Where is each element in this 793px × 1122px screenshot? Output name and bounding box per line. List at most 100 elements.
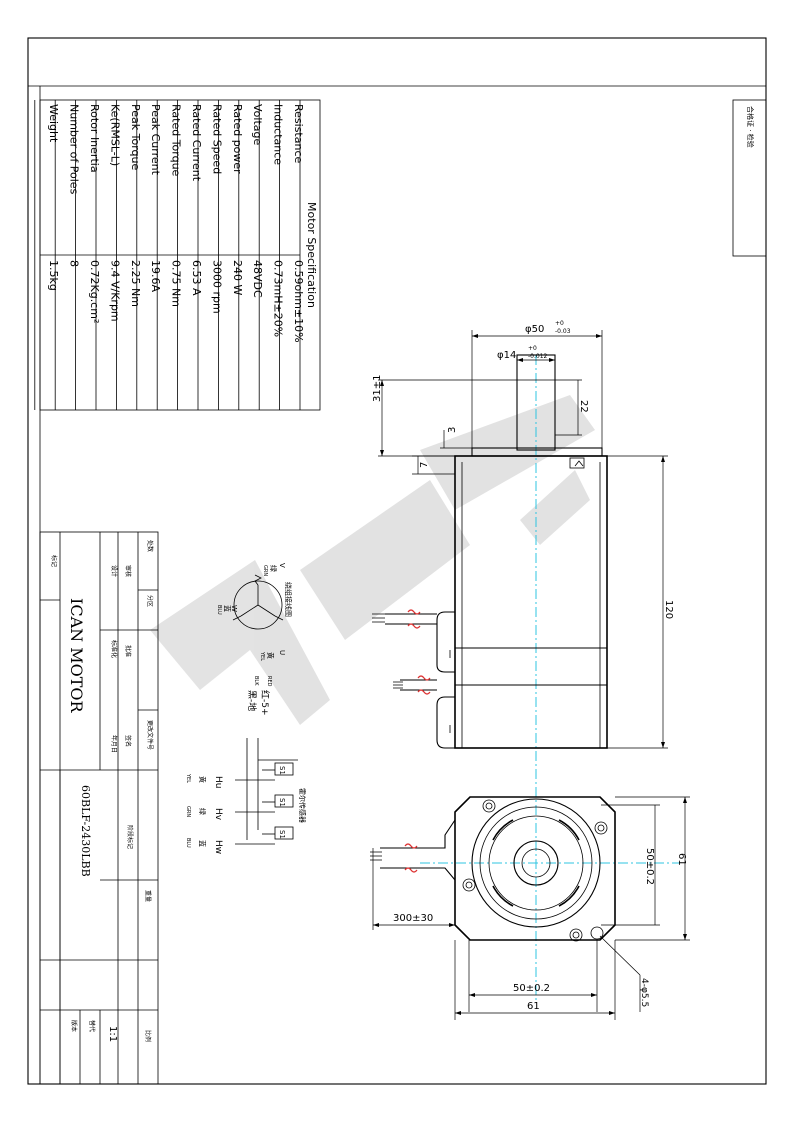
tb-label-design: 设计 — [110, 565, 118, 577]
tb-label-standard: 标准化 — [110, 640, 118, 658]
tb-label-replace: 替代 — [88, 1020, 96, 1032]
hall-hw-cn: 蓝 — [198, 840, 207, 847]
tb-label-count: 处数 — [146, 540, 154, 552]
hall-power-minus: 黑-地 — [246, 690, 258, 711]
stamp-box — [732, 99, 767, 257]
tb-label-check: 审核 — [124, 565, 132, 577]
title-block — [39, 531, 159, 1085]
motor-side-view — [372, 354, 608, 1000]
spec-label: Weight — [47, 104, 60, 143]
spec-value: 8 — [68, 260, 81, 267]
winding-w: W — [230, 605, 238, 612]
winding-u-cn: 黄 — [266, 652, 275, 659]
dim-key-length: 22 — [578, 400, 589, 413]
hall-s1-b: S1 — [278, 798, 286, 807]
tb-label-stage: 阶段标记 — [126, 825, 134, 849]
dim-pcd-horizontal: 50±0.2 — [513, 983, 550, 994]
winding-u: U — [278, 650, 286, 655]
spec-value: 0.72Kg.cm² — [88, 260, 101, 323]
spec-label: Inductance — [272, 104, 285, 165]
winding-v: V — [278, 563, 286, 568]
spec-value: 19.6A — [149, 260, 162, 292]
dim-pcd-vertical: 50±0.2 — [644, 848, 655, 885]
spec-label: Rated Current — [190, 104, 203, 182]
spec-label: Rated power — [231, 104, 244, 174]
spec-value: 3000 rpm — [210, 260, 223, 314]
dim-shaft-dia: φ14 — [497, 350, 516, 361]
hall-hv-cn: 绿 — [198, 808, 207, 815]
page-border — [27, 37, 767, 1085]
watermark-logo — [150, 395, 595, 725]
stamp-text: 合格证 · 检验 — [746, 106, 755, 148]
spec-label: Voltage — [251, 104, 264, 145]
dim-cable-length: 300±30 — [393, 913, 433, 924]
spec-value: 240 W — [231, 260, 244, 295]
hall-hw-en: BLU — [185, 838, 191, 848]
spec-label: Number of Poles — [68, 104, 81, 195]
winding-w-en: BLU — [216, 605, 222, 615]
hall-s1-c: S1 — [278, 830, 286, 839]
spec-label: Resistance — [292, 104, 305, 164]
spec-label: Peak Torque — [129, 104, 142, 170]
spec-value: 0.73mH±20% — [272, 260, 285, 337]
winding-u-en: YEL — [259, 651, 265, 661]
dim-square-horizontal: 61 — [527, 1001, 540, 1012]
spec-label: Rated Torque — [170, 104, 183, 177]
dim-flange-tol-up: +0 — [555, 320, 564, 327]
dim-flange-dia: φ50 — [525, 324, 544, 335]
scale-value: 1:1 — [107, 1026, 118, 1042]
hall-power-plus: 红-5+ — [259, 690, 271, 716]
hall-hw: Hw — [213, 840, 223, 854]
spec-value: 0.75 Nm — [170, 260, 183, 307]
dim-shaft-tol-dn: -0.012 — [528, 353, 548, 360]
winding-title: 绕组接线图 — [284, 582, 293, 617]
winding-v-en: GRN — [262, 565, 268, 576]
hall-power-minus-en: BLK — [253, 676, 259, 686]
hall-power-plus-en: RED — [266, 676, 272, 687]
spec-label: Peak Current — [149, 104, 162, 176]
tb-label-zone: 分区 — [146, 595, 154, 607]
spec-value: 0.59ohm±10% — [292, 260, 305, 343]
tb-label-date: 年月日 — [110, 735, 118, 753]
hall-hu-cn: 黄 — [198, 776, 207, 783]
spec-title: Motor Specification — [305, 202, 318, 308]
dim-shaft-tol-up: +0 — [528, 345, 537, 352]
dim-flange-thickness: 7 — [419, 462, 430, 468]
winding-diagram — [232, 574, 284, 630]
spec-value: 48VDC — [251, 260, 264, 298]
hall-hv-en: GRN — [185, 806, 191, 817]
spec-label: Ke(RMSL-L) — [108, 104, 121, 166]
hall-title: 霍尔传感器 — [298, 788, 307, 823]
company-name: ICAN MOTOR — [67, 598, 86, 713]
dim-pilot: 3 — [447, 427, 458, 433]
hall-hu: Hu — [213, 776, 223, 788]
tb-label-sign: 签名 — [124, 735, 132, 747]
dim-square-vertical: 61 — [676, 853, 687, 866]
end-view-dimensions — [372, 796, 690, 1020]
model-number: 60BLF-2430LBB — [79, 785, 92, 877]
hall-s1-a: S1 — [278, 766, 286, 775]
tb-label-version: 版本 — [70, 1020, 78, 1032]
dim-mounting-holes: 4-φ5.5 — [639, 978, 649, 1007]
tb-label-approve: 批准 — [124, 645, 132, 657]
dim-body-length: 120 — [663, 600, 674, 619]
side-view-dimensions — [378, 330, 668, 749]
mounting-holes — [462, 799, 608, 942]
spec-value: 6.53 A — [190, 260, 203, 296]
hall-hv: Hv — [213, 808, 223, 821]
spec-value: 9.4 V/Krpm — [108, 260, 121, 322]
tb-label-mark: 标记 — [50, 555, 58, 567]
winding-v-cn: 绿 — [269, 565, 278, 572]
winding-w-cn: 蓝 — [223, 605, 232, 612]
spec-rows: Resistance 0.59ohm±10% Inductance 0.73mH±20… — [34, 100, 305, 410]
dim-flange-tol-dn: -0.03 — [555, 328, 571, 335]
spec-value: 2.25 Nm — [129, 260, 142, 307]
motor-end-view — [370, 796, 680, 942]
spec-label: Rated Speed — [210, 104, 223, 174]
hall-hu-en: YEL — [185, 773, 191, 783]
tb-label-change: 更改文件号 — [146, 720, 154, 750]
spec-label: Rotor Inertia — [88, 104, 101, 173]
dim-shaft-length: 31±1 — [372, 375, 383, 402]
spec-table: Motor Specification — [39, 99, 321, 411]
